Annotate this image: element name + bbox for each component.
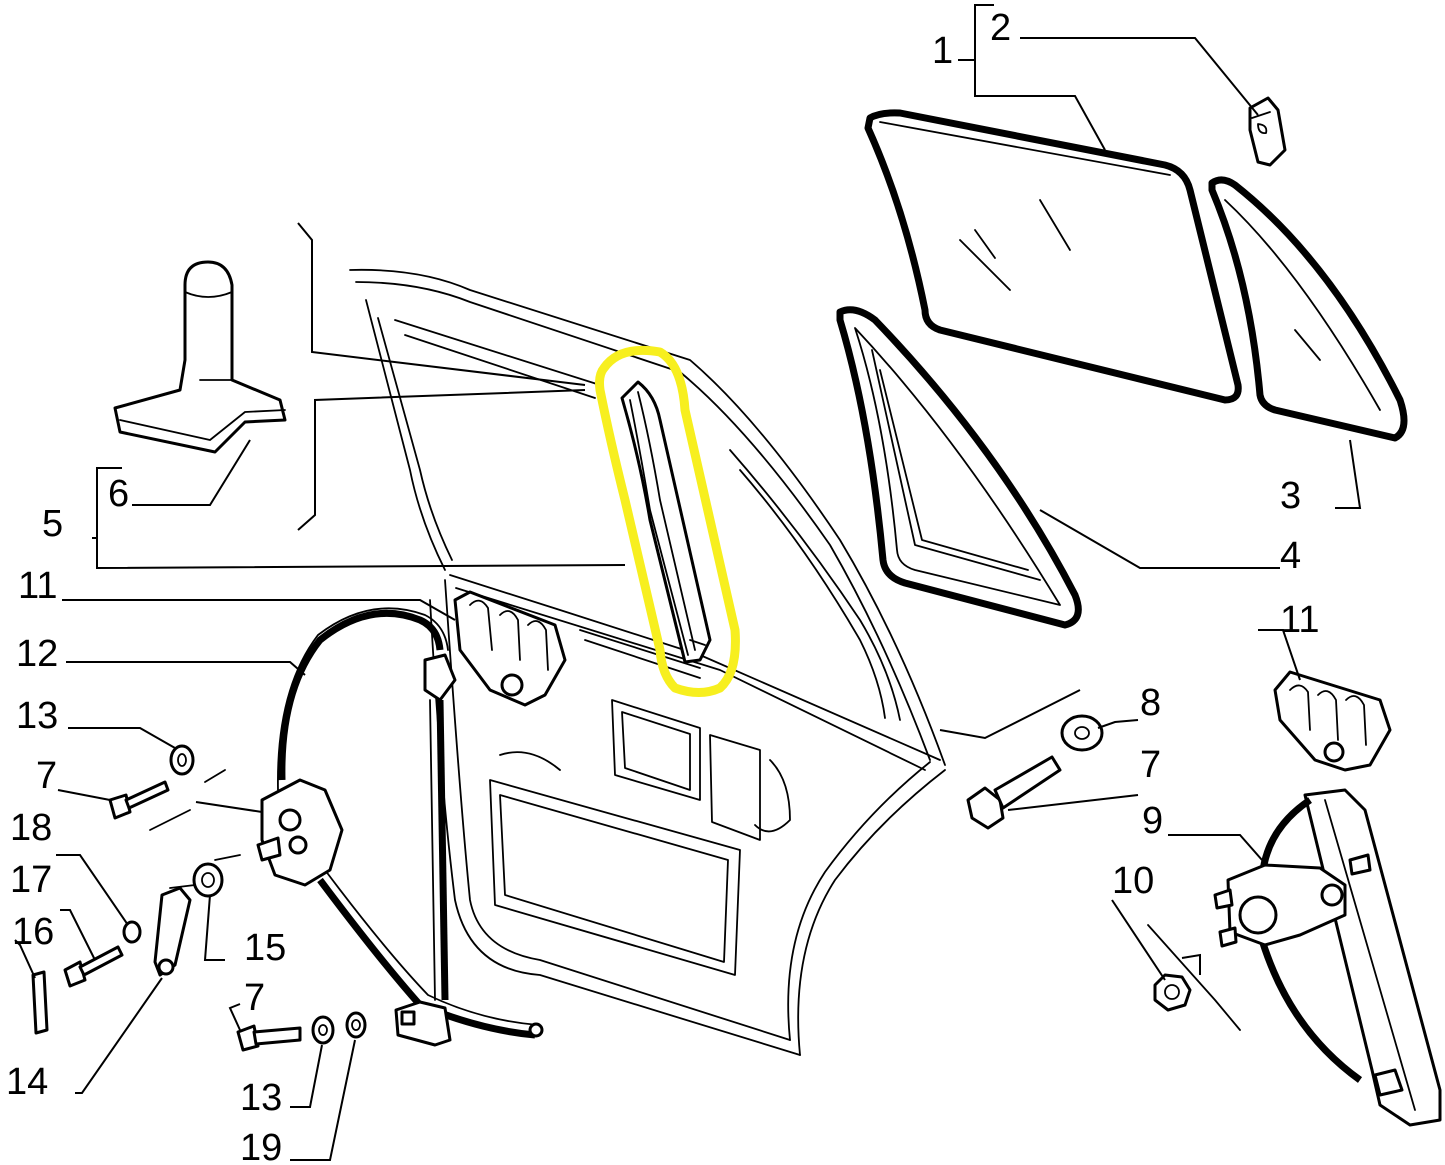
callout-7a: 7 bbox=[36, 755, 57, 797]
part-3-quarter-glass bbox=[1208, 176, 1408, 442]
part-5-glass-channel bbox=[595, 345, 740, 697]
callout-10: 10 bbox=[1112, 860, 1154, 902]
regulator-right bbox=[1213, 788, 1442, 1127]
callout-3: 3 bbox=[1280, 475, 1301, 517]
hardware-left bbox=[31, 744, 367, 1052]
regulator-left bbox=[256, 607, 544, 1047]
callout-labels: 1 2 3 4 5 6 7 7 7 8 9 10 11 11 12 13 13 … bbox=[6, 7, 1319, 1165]
callout-7c: 7 bbox=[1140, 744, 1161, 786]
part-8-washer-right bbox=[966, 714, 1104, 830]
part-6-wedge bbox=[113, 260, 287, 454]
part-11-bracket-left bbox=[453, 590, 567, 707]
callout-6: 6 bbox=[108, 473, 129, 515]
callout-2: 2 bbox=[990, 7, 1011, 49]
callout-13b: 13 bbox=[240, 1077, 282, 1119]
callout-15: 15 bbox=[244, 927, 286, 969]
callout-11a: 11 bbox=[18, 565, 57, 607]
callout-8: 8 bbox=[1140, 682, 1161, 724]
part-10-nut bbox=[1147, 924, 1241, 1031]
part-2-door-glass bbox=[864, 109, 1242, 404]
leader-bracket-left bbox=[297, 222, 586, 531]
part-1-clip bbox=[1248, 96, 1287, 167]
callout-7b: 7 bbox=[244, 977, 265, 1019]
callout-19: 19 bbox=[240, 1127, 282, 1165]
highlight-outline bbox=[595, 345, 740, 697]
callout-4: 4 bbox=[1280, 535, 1301, 577]
callout-11b: 11 bbox=[1280, 599, 1319, 641]
callout-18: 18 bbox=[10, 807, 52, 849]
callout-14: 14 bbox=[6, 1061, 48, 1103]
callout-12: 12 bbox=[16, 633, 58, 675]
callout-9: 9 bbox=[1142, 800, 1163, 842]
part-11-bracket-right bbox=[1273, 670, 1392, 772]
callout-5: 5 bbox=[42, 503, 63, 545]
callout-13a: 13 bbox=[16, 695, 58, 737]
part-4-quarter-seal bbox=[836, 306, 1082, 629]
callout-17: 17 bbox=[10, 859, 52, 901]
callout-1: 1 bbox=[932, 30, 953, 72]
leader-lines bbox=[14, 4, 1362, 1161]
callout-16: 16 bbox=[12, 911, 54, 953]
